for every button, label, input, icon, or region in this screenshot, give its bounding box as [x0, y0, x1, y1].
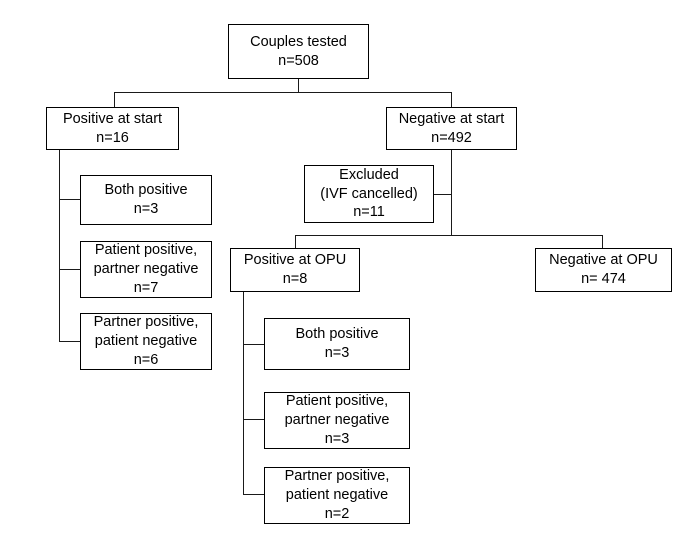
node-positive-at-start-label: Positive at start — [62, 110, 163, 127]
node-excluded-count: n=11 — [353, 204, 385, 221]
connector-root-bar — [114, 92, 452, 94]
node-opu-partner-positive[interactable]: Partner positive, patient negative n=2 — [264, 467, 410, 524]
node-opu-both-positive-label: Both positive — [295, 326, 379, 343]
node-opu-both-positive-count: n=3 — [324, 345, 350, 361]
connector-opu-bar — [295, 235, 603, 237]
node-excluded-line1: Excluded — [339, 166, 399, 183]
connector-stub-excluded — [434, 194, 452, 196]
node-start-partner-positive[interactable]: Partner positive, patient negative n=6 — [80, 313, 212, 370]
node-start-both-positive-count: n=3 — [133, 201, 159, 217]
node-negative-at-opu-label: Negative at OPU — [549, 252, 658, 269]
connector-left-stub-patient-positive — [59, 269, 80, 271]
connector-right-spine — [451, 148, 453, 236]
node-opu-both-positive[interactable]: Both positive n=3 — [264, 318, 410, 370]
connector-to-negative-at-opu — [602, 235, 604, 248]
node-positive-at-opu[interactable]: Positive at OPU n=8 — [230, 248, 360, 292]
connector-to-negative-at-start — [451, 92, 453, 108]
node-couples-tested-count: n=508 — [278, 52, 319, 69]
node-opu-patient-positive-count: n=3 — [324, 430, 350, 447]
node-couples-tested[interactable]: Couples tested n=508 — [228, 24, 369, 79]
node-couples-tested-label: Couples tested — [250, 33, 347, 50]
node-opu-patient-positive-line1: Patient positive, — [285, 393, 389, 410]
node-opu-partner-positive-line1: Partner positive, — [284, 468, 390, 485]
connector-left-stub-both-positive — [59, 199, 80, 201]
node-excluded[interactable]: Excluded (IVF cancelled) n=11 — [304, 165, 434, 223]
connector-left-spine — [59, 148, 61, 342]
node-start-partner-positive-line2: patient negative — [94, 333, 198, 350]
connector-root-stem — [298, 78, 300, 93]
node-positive-at-start[interactable]: Positive at start n=16 — [46, 107, 179, 150]
node-start-patient-positive[interactable]: Patient positive, partner negative n=7 — [80, 241, 212, 298]
node-positive-at-start-count: n=16 — [96, 129, 129, 146]
node-start-patient-positive-count: n=7 — [133, 279, 159, 296]
node-negative-at-opu-count: n= 474 — [581, 271, 626, 287]
connector-to-positive-at-opu — [295, 235, 297, 248]
node-negative-at-start-label: Negative at start — [398, 110, 505, 127]
node-start-patient-positive-line1: Patient positive, — [94, 242, 198, 259]
node-start-both-positive[interactable]: Both positive n=3 — [80, 175, 212, 225]
node-opu-partner-positive-line2: patient negative — [285, 487, 389, 504]
node-negative-at-start-count: n=492 — [431, 129, 472, 146]
node-opu-patient-positive-line2: partner negative — [284, 412, 390, 429]
node-start-patient-positive-line2: partner negative — [93, 261, 199, 278]
node-opu-partner-positive-count: n=2 — [324, 505, 350, 522]
node-negative-at-opu[interactable]: Negative at OPU n= 474 — [535, 248, 672, 292]
connector-opu-stub-patient-positive — [243, 419, 265, 421]
connector-opu-stub-both-positive — [243, 344, 265, 346]
node-negative-at-start[interactable]: Negative at start n=492 — [386, 107, 517, 150]
connector-left-stub-partner-positive — [59, 341, 80, 343]
node-start-both-positive-label: Both positive — [104, 182, 188, 199]
node-start-partner-positive-line1: Partner positive, — [93, 314, 199, 331]
node-start-partner-positive-count: n=6 — [133, 351, 159, 368]
connector-opu-stub-partner-positive — [243, 494, 265, 496]
node-excluded-line2: (IVF cancelled) — [320, 185, 418, 202]
node-positive-at-opu-label: Positive at OPU — [243, 252, 347, 269]
connector-to-positive-at-start — [114, 92, 116, 108]
connector-opu-spine — [243, 291, 245, 495]
node-positive-at-opu-count: n=8 — [282, 271, 308, 287]
node-opu-patient-positive[interactable]: Patient positive, partner negative n=3 — [264, 392, 410, 449]
